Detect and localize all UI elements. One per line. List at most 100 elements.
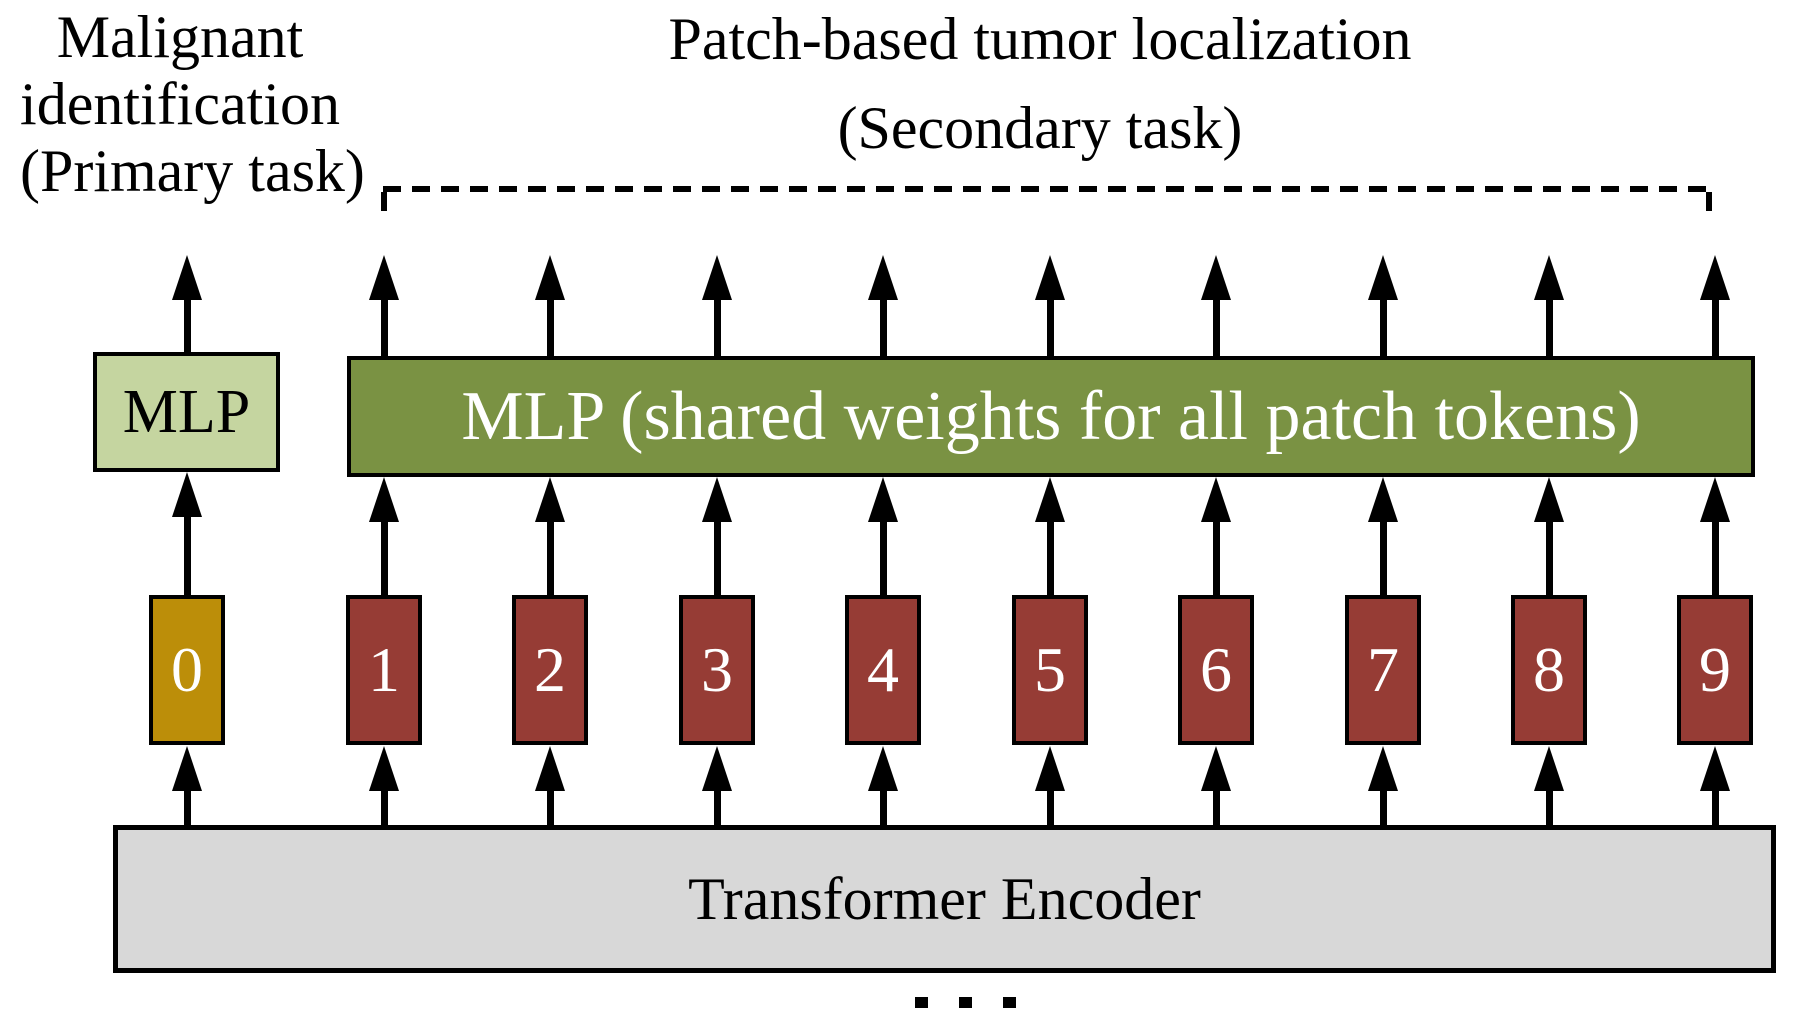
arrow-shaft <box>1212 296 1220 356</box>
secondary-task-line1: Patch-based tumor localization <box>668 6 1412 72</box>
arrow-shaft <box>1379 296 1387 356</box>
secondary-task-line2: (Secondary task) <box>837 95 1243 161</box>
primary-task-label: Malignant identification (Primary task) <box>20 4 365 205</box>
class-token-box: 0 <box>149 595 225 745</box>
arrow-shaft <box>546 518 554 595</box>
arrow-shaft <box>1212 518 1220 595</box>
encoder-to-token-arrow <box>1368 746 1398 825</box>
arrowhead-up-icon <box>1035 255 1065 300</box>
arrow-shaft <box>1545 296 1553 356</box>
ellipsis-dot <box>915 997 928 1008</box>
encoder-to-token-arrow <box>702 746 732 825</box>
arrowhead-up-icon <box>1700 477 1730 522</box>
arrowhead-up-icon <box>1201 255 1231 300</box>
token-to-mlp-arrow <box>1368 477 1398 595</box>
arrow-shaft <box>1379 518 1387 595</box>
arrow-shaft <box>1046 296 1054 356</box>
arrow-shaft <box>1046 787 1054 825</box>
patch-output-arrow <box>1700 255 1730 356</box>
arrowhead-up-icon <box>1534 477 1564 522</box>
class-output-arrow <box>172 255 202 352</box>
arrowhead-up-icon <box>868 477 898 522</box>
patch-token-box: 4 <box>845 595 921 745</box>
patch-output-arrow <box>1368 255 1398 356</box>
arrowhead-up-icon <box>702 255 732 300</box>
encoder-to-token-arrow <box>1700 746 1730 825</box>
patch-token-box: 9 <box>1677 595 1753 745</box>
primary-task-line3: (Primary task) <box>20 138 365 204</box>
arrow-shaft <box>1711 296 1719 356</box>
arrowhead-up-icon <box>172 255 202 300</box>
token-to-mlp-arrow <box>369 477 399 595</box>
arrowhead-up-icon <box>1035 746 1065 791</box>
patch-output-arrow <box>868 255 898 356</box>
patch-output-arrow <box>535 255 565 356</box>
primary-task-line2: identification <box>20 71 340 137</box>
arrow-shaft <box>546 787 554 825</box>
arrow-shaft <box>380 787 388 825</box>
arrow-shaft <box>713 518 721 595</box>
patch-token-box: 8 <box>1511 595 1587 745</box>
encoder-to-token-arrow <box>868 746 898 825</box>
arrowhead-up-icon <box>702 477 732 522</box>
arrow-shaft <box>1379 787 1387 825</box>
arrow-shaft <box>1046 518 1054 595</box>
patch-output-arrow <box>702 255 732 356</box>
patch-token-box: 6 <box>1178 595 1254 745</box>
arrowhead-up-icon <box>868 255 898 300</box>
dashed-bracket-left-tick <box>381 192 387 211</box>
arrowhead-up-icon <box>369 255 399 300</box>
class-mlp-box: MLP <box>93 352 280 472</box>
arrowhead-up-icon <box>702 746 732 791</box>
arrowhead-up-icon <box>535 477 565 522</box>
ellipsis-dot <box>959 997 972 1008</box>
arrow-shaft <box>380 296 388 356</box>
ellipsis-dot <box>1003 997 1016 1008</box>
token-to-mlp-arrow <box>1700 477 1730 595</box>
patch-output-arrow <box>1035 255 1065 356</box>
patch-token-box: 1 <box>346 595 422 745</box>
arrowhead-up-icon <box>1700 746 1730 791</box>
arrowhead-up-icon <box>172 746 202 791</box>
arrow-shaft <box>183 513 191 595</box>
arrowhead-up-icon <box>1534 255 1564 300</box>
patch-output-arrow <box>1201 255 1231 356</box>
shared-mlp-box: MLP (shared weights for all patch tokens… <box>347 356 1755 477</box>
arrow-shaft <box>1545 787 1553 825</box>
arrow-shaft <box>879 787 887 825</box>
arrow-shaft <box>879 296 887 356</box>
patch-token-box: 2 <box>512 595 588 745</box>
arrowhead-up-icon <box>1368 255 1398 300</box>
arrow-shaft <box>713 296 721 356</box>
arrowhead-up-icon <box>1201 746 1231 791</box>
encoder-to-token-arrow <box>535 746 565 825</box>
token-to-mlp-arrow <box>1201 477 1231 595</box>
patch-output-arrow <box>369 255 399 356</box>
encoder-to-token-arrow <box>1035 746 1065 825</box>
arrowhead-up-icon <box>1534 746 1564 791</box>
arrow-shaft <box>380 518 388 595</box>
patch-output-arrow <box>1534 255 1564 356</box>
arrow-shaft <box>713 787 721 825</box>
arrowhead-up-icon <box>369 746 399 791</box>
arrowhead-up-icon <box>1368 746 1398 791</box>
arrowhead-up-icon <box>535 746 565 791</box>
secondary-task-dashed-bracket <box>383 186 1714 192</box>
patch-token-box: 3 <box>679 595 755 745</box>
arrowhead-up-icon <box>172 472 202 517</box>
arrow-shaft <box>183 296 191 352</box>
arrow-shaft <box>1545 518 1553 595</box>
dashed-bracket-right-tick <box>1706 192 1712 211</box>
token-to-mlp-arrow <box>535 477 565 595</box>
arrow-shaft <box>1711 787 1719 825</box>
arrowhead-up-icon <box>369 477 399 522</box>
token-to-mlp-arrow <box>172 472 202 595</box>
arrow-shaft <box>183 787 191 825</box>
arrow-shaft <box>879 518 887 595</box>
token-to-mlp-arrow <box>702 477 732 595</box>
encoder-to-token-arrow <box>369 746 399 825</box>
arrowhead-up-icon <box>535 255 565 300</box>
arrowhead-up-icon <box>1700 255 1730 300</box>
arrow-shaft <box>1711 518 1719 595</box>
